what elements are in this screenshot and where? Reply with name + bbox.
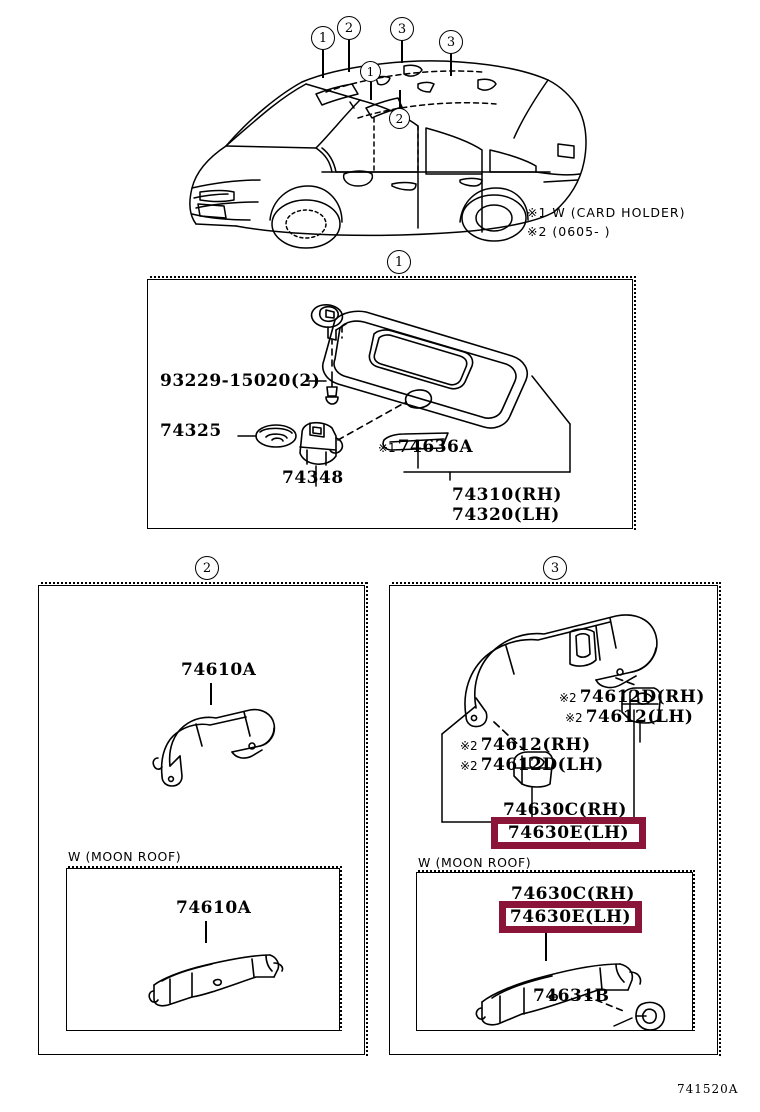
assist-grip-moonroof-svg bbox=[148, 954, 284, 1007]
vehicle-callout-1b: 1 bbox=[360, 61, 381, 82]
callout-circle: 3 bbox=[543, 556, 567, 580]
assist-grip-drawing bbox=[140, 690, 285, 790]
vehicle-illustration bbox=[130, 22, 590, 252]
callout-3b-stem bbox=[450, 54, 452, 76]
callout-circle: 1 bbox=[387, 250, 411, 274]
label-74612D-lh-group: ※2 74612D(LH) bbox=[460, 755, 604, 775]
label-74325: 74325 bbox=[160, 421, 222, 441]
rear-grip-moonroof-svg bbox=[475, 963, 666, 1031]
sheet-code: 741520A bbox=[677, 1082, 739, 1096]
highlight-inner: 74630E(LH) bbox=[498, 823, 639, 843]
callout-circle: 1 bbox=[311, 26, 335, 50]
label-74610A-moonroof-leader bbox=[205, 921, 207, 943]
label-74612-rh-group: ※2 74612(RH) bbox=[460, 735, 591, 755]
panel-1-shadow-top bbox=[150, 276, 636, 278]
label-74612-lh: 74612(LH) bbox=[585, 707, 694, 727]
panel-1-callout: 1 bbox=[387, 250, 411, 274]
note-marker-1: ※1 bbox=[378, 441, 396, 455]
label-74630E-lh: 74630E(LH) bbox=[507, 823, 630, 843]
callout-circle: 3 bbox=[390, 17, 414, 41]
label-74636A: 74636A bbox=[397, 437, 474, 457]
vehicle-drawing bbox=[189, 60, 587, 249]
callout-3-stem bbox=[401, 41, 403, 63]
highlight-box-74630E-lh: 74630E(LH) bbox=[491, 817, 646, 849]
panel-3-shadow-top bbox=[392, 582, 721, 584]
assist-grip-svg bbox=[152, 708, 276, 787]
panel-3-sub-shadow-right bbox=[693, 870, 695, 1031]
assist-grip-moonroof-drawing bbox=[140, 935, 290, 1015]
panel-3-callout: 3 bbox=[543, 556, 567, 580]
panel-3-shadow-right bbox=[719, 582, 721, 1056]
label-74630E-lh-moonroof: 74630E(LH) bbox=[509, 907, 632, 927]
note-marker-2a: ※2 bbox=[559, 691, 577, 705]
highlight-box-74630E-lh-moonroof: 74630E(LH) bbox=[499, 901, 642, 933]
label-74612D-lh: 74612D(LH) bbox=[480, 755, 604, 775]
callout-circle: 3 bbox=[439, 30, 463, 54]
note-marker-2d: ※2 bbox=[460, 759, 478, 773]
label-74612D-rh-group: ※2 74612D(RH) bbox=[559, 687, 705, 707]
panel-1 bbox=[147, 279, 633, 529]
callout-circle: 1 bbox=[360, 61, 381, 82]
label-74610A: 74610A bbox=[181, 660, 257, 680]
moonroof-grip-leader bbox=[545, 933, 547, 961]
note-marker-2c: ※2 bbox=[460, 739, 478, 753]
panel-3-moonroof-label: W (MOON ROOF) bbox=[418, 855, 532, 870]
label-74612-rh: 74612(RH) bbox=[480, 735, 591, 755]
panel-2-sub-shadow-top bbox=[68, 866, 342, 868]
vehicle-callout-2: 2 bbox=[337, 16, 361, 40]
legend-note-1: ※1 W (CARD HOLDER) bbox=[527, 205, 686, 220]
label-74610A-leader bbox=[210, 683, 212, 705]
sun-visor-assembly-drawing bbox=[160, 290, 630, 530]
panel-2-moonroof-label: W (MOON ROOF) bbox=[68, 849, 182, 864]
label-74310-rh: 74310(RH) bbox=[452, 485, 562, 505]
label-74348: 74348 bbox=[282, 468, 344, 488]
callout-1b-stem bbox=[370, 82, 372, 100]
vehicle-callout-1: 1 bbox=[311, 26, 335, 50]
panel-2-callout: 2 bbox=[195, 556, 219, 580]
label-93229-15020: 93229-15020(2) bbox=[160, 371, 321, 391]
highlight-inner: 74630E(LH) bbox=[506, 907, 635, 927]
panel-2-sub-shadow-right bbox=[340, 866, 342, 1031]
note-marker-2b: ※2 bbox=[565, 711, 583, 725]
label-74636A-group: ※1 74636A bbox=[378, 437, 473, 457]
panel-3-sub-shadow-top bbox=[418, 870, 695, 872]
panel-2-moonroof-subpanel bbox=[66, 868, 340, 1031]
panel-1-shadow-right bbox=[634, 276, 636, 530]
legend-note-2: ※2 (0605- ) bbox=[527, 224, 611, 239]
panel-2-shadow-top bbox=[41, 582, 368, 584]
label-74612D-rh: 74612D(RH) bbox=[579, 687, 705, 707]
callout-circle: 2 bbox=[195, 556, 219, 580]
callout-2b-stem bbox=[399, 90, 401, 108]
callout-2-stem bbox=[348, 40, 350, 72]
callout-1-stem bbox=[322, 50, 324, 78]
rear-grip-moonroof-drawing bbox=[470, 950, 670, 1035]
label-74320-lh: 74320(LH) bbox=[452, 505, 560, 525]
panel-2-shadow-right bbox=[366, 582, 368, 1056]
label-74630C-rh-moonroof: 74630C(RH) bbox=[511, 884, 635, 904]
label-74630C-rh: 74630C(RH) bbox=[503, 800, 627, 820]
vehicle-callout-3: 3 bbox=[390, 17, 414, 41]
sun-visor-svg bbox=[237, 304, 571, 487]
vehicle-callout-3b: 3 bbox=[439, 30, 463, 54]
label-74612-lh-group: ※2 74612(LH) bbox=[565, 707, 693, 727]
callout-circle: 2 bbox=[389, 108, 410, 129]
legend-notes: ※1 W (CARD HOLDER) ※2 (0605- ) bbox=[527, 203, 685, 241]
callout-circle: 2 bbox=[337, 16, 361, 40]
label-74631B: 74631B bbox=[533, 986, 610, 1006]
label-74610A-moonroof: 74610A bbox=[176, 898, 252, 918]
vehicle-callout-2b: 2 bbox=[389, 108, 410, 129]
